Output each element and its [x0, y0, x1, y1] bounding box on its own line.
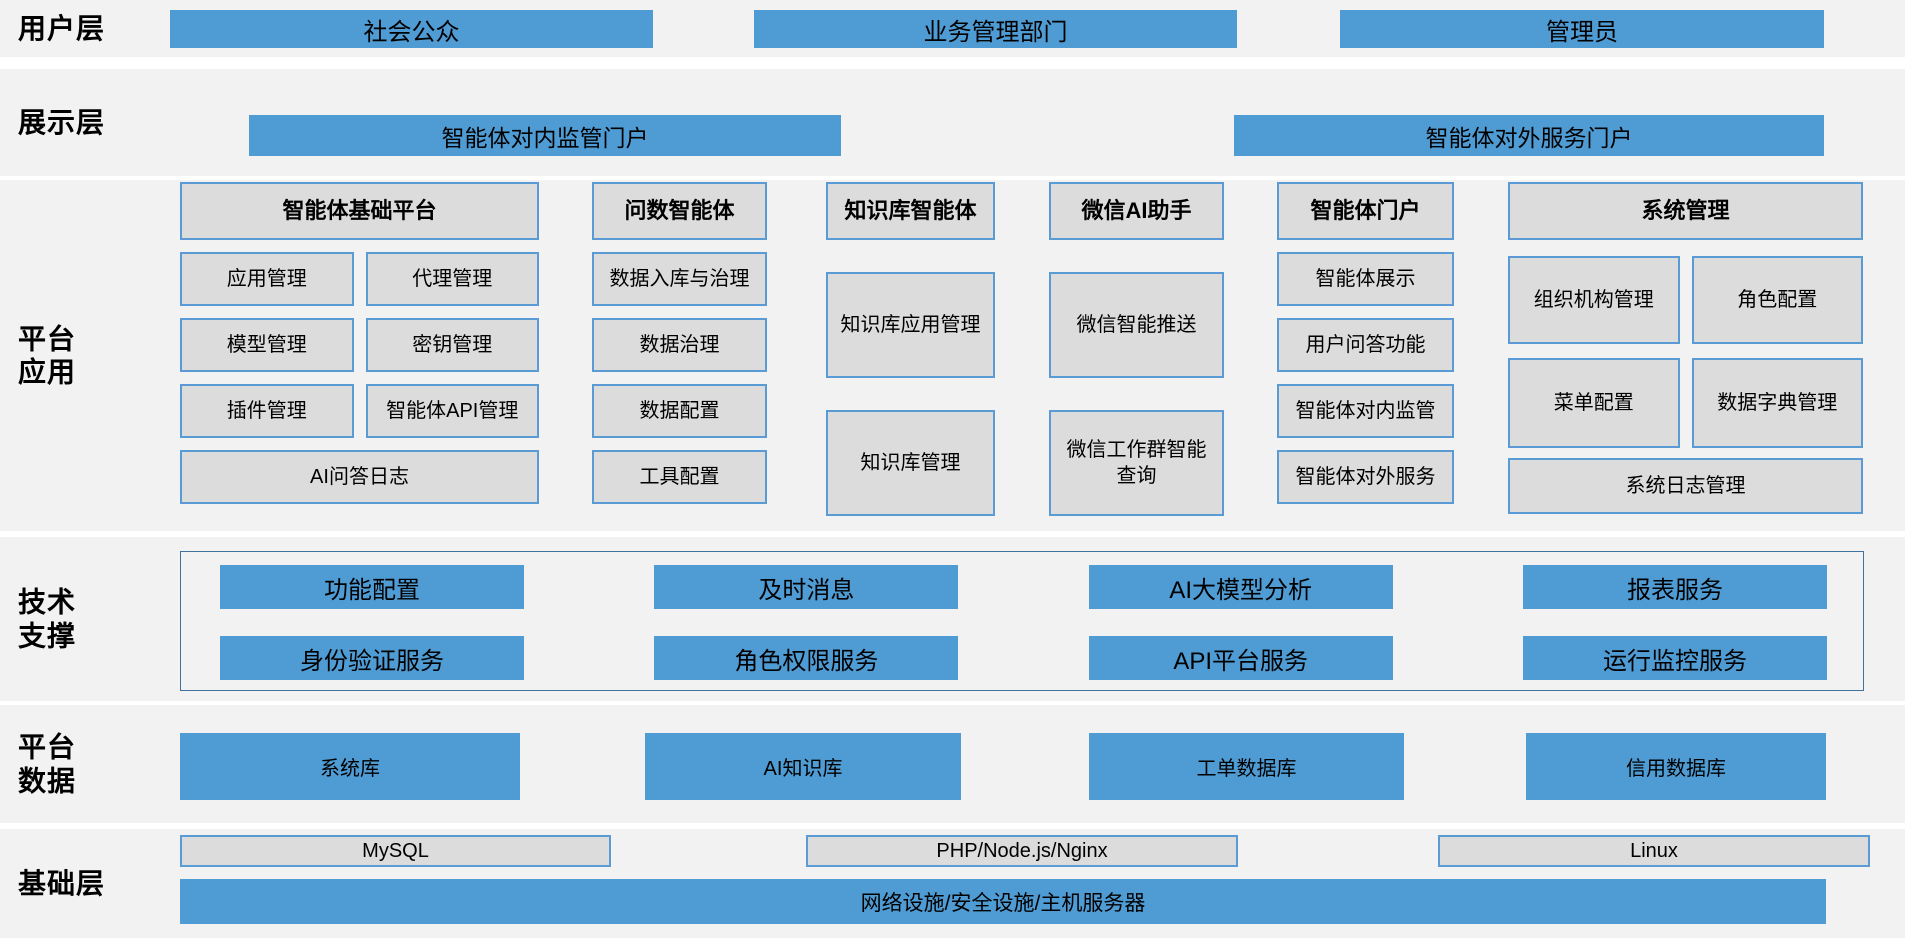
col-header: 微信AI助手: [1049, 182, 1224, 240]
tech-box-instant-message: 及时消息: [654, 565, 959, 609]
item-ai-qa-log: AI问答日志: [180, 450, 539, 504]
data-box-ticket-db: 工单数据库: [1089, 733, 1404, 800]
col-item-grid: 应用管理 代理管理 模型管理 密钥管理 插件管理 智能体API管理: [180, 252, 539, 438]
layer-infrastructure: 基础层 MySQL PHP/Node.js/Nginx Linux 网络设施/安…: [0, 829, 1905, 938]
col-system-mgmt: 系统管理 组织机构管理 角色配置 菜单配置 数据字典管理 系统日志管理: [1508, 182, 1863, 516]
col-knowledge-base-agent: 知识库智能体 知识库应用管理 知识库管理: [826, 182, 995, 516]
item-agent-internal-supervision: 智能体对内监管: [1277, 384, 1454, 438]
item-kb-app-mgmt: 知识库应用管理: [826, 272, 995, 378]
layer-user: 用户层 社会公众 业务管理部门 管理员: [0, 0, 1905, 57]
item-data-config: 数据配置: [592, 384, 767, 438]
item-agent-showcase: 智能体展示: [1277, 252, 1454, 306]
tech-support-frame: 功能配置 及时消息 AI大模型分析 报表服务 身份验证服务 角色权限服务 API…: [180, 551, 1864, 691]
col-header: 智能体门户: [1277, 182, 1454, 240]
user-box-business-dept: 业务管理部门: [754, 10, 1237, 48]
item-org-mgmt: 组织机构管理: [1508, 256, 1680, 344]
tech-box-operation-monitoring: 运行监控服务: [1522, 636, 1827, 680]
item-wechat-group-query: 微信工作群智能查询: [1049, 410, 1224, 516]
infra-box-php-nodejs-nginx: PHP/Node.js/Nginx: [806, 835, 1238, 867]
layer-label-display: 展示层: [18, 106, 106, 138]
col-agent-base-platform: 智能体基础平台 应用管理 代理管理 模型管理 密钥管理 插件管理 智能体API管…: [180, 182, 539, 516]
user-box-admin: 管理员: [1340, 10, 1824, 48]
portal-box-internal: 智能体对内监管门户: [249, 115, 841, 156]
item-role-config: 角色配置: [1691, 256, 1863, 344]
infra-box-network-security-host: 网络设施/安全设施/主机服务器: [180, 879, 1826, 924]
layer-label-tech-support: 技术支撑: [18, 586, 77, 651]
col-header: 知识库智能体: [826, 182, 995, 240]
item-tool-config: 工具配置: [592, 450, 767, 504]
layer-label-infrastructure: 基础层: [18, 867, 106, 899]
layer-display: 展示层 智能体对内监管门户 智能体对外服务门户: [0, 69, 1905, 176]
layer-label-platform-app: 平台应用: [18, 322, 77, 388]
layer-label-platform-data: 平台数据: [18, 731, 77, 796]
item-proxy-mgmt: 代理管理: [365, 252, 539, 306]
item-plugin-mgmt: 插件管理: [180, 384, 354, 438]
portal-box-external: 智能体对外服务门户: [1234, 115, 1824, 156]
tech-row: 身份验证服务 角色权限服务 API平台服务 运行监控服务: [220, 636, 1827, 680]
tech-box-function-config: 功能配置: [220, 565, 524, 609]
tech-box-ai-llm-analysis: AI大模型分析: [1088, 565, 1393, 609]
col-header: 智能体基础平台: [180, 182, 539, 240]
tech-row: 功能配置 及时消息 AI大模型分析 报表服务: [220, 565, 1827, 609]
item-user-qa: 用户问答功能: [1277, 318, 1454, 372]
item-key-mgmt: 密钥管理: [365, 318, 539, 372]
item-menu-config: 菜单配置: [1508, 358, 1680, 448]
col-item-row: 组织机构管理 角色配置: [1508, 256, 1863, 344]
layer-tech-support: 技术支撑 功能配置 及时消息 AI大模型分析 报表服务 身份验证服务 角色权限服…: [0, 537, 1905, 701]
item-data-dict-mgmt: 数据字典管理: [1691, 358, 1863, 448]
layer-platform-app: 平台应用 智能体基础平台 应用管理 代理管理 模型管理 密钥管理 插件管理 智能…: [0, 180, 1905, 531]
col-wechat-ai-assistant: 微信AI助手 微信智能推送 微信工作群智能查询: [1049, 182, 1224, 516]
item-app-mgmt: 应用管理: [180, 252, 354, 306]
item-data-governance: 数据治理: [592, 318, 767, 372]
col-agent-portal: 智能体门户 智能体展示 用户问答功能 智能体对内监管 智能体对外服务: [1277, 182, 1454, 516]
item-sys-log-mgmt: 系统日志管理: [1508, 458, 1863, 514]
layer-platform-data: 平台数据 系统库 AI知识库 工单数据库 信用数据库: [0, 705, 1905, 823]
tech-box-role-permission: 角色权限服务: [654, 636, 959, 680]
data-box-ai-knowledge-db: AI知识库: [645, 733, 961, 800]
col-item-row: 菜单配置 数据字典管理: [1508, 358, 1863, 448]
tech-box-report-service: 报表服务: [1522, 565, 1827, 609]
item-agent-external-service: 智能体对外服务: [1277, 450, 1454, 504]
item-data-ingest-governance: 数据入库与治理: [592, 252, 767, 306]
layer-label-user: 用户层: [18, 12, 106, 44]
col-header: 系统管理: [1508, 182, 1863, 240]
col-header: 问数智能体: [592, 182, 767, 240]
user-box-public: 社会公众: [170, 10, 653, 48]
data-box-system-db: 系统库: [180, 733, 520, 800]
tech-box-api-platform: API平台服务: [1088, 636, 1393, 680]
infra-box-mysql: MySQL: [180, 835, 611, 867]
item-agent-api-mgmt: 智能体API管理: [365, 384, 539, 438]
col-data-query-agent: 问数智能体 数据入库与治理 数据治理 数据配置 工具配置: [592, 182, 767, 516]
item-wechat-smart-push: 微信智能推送: [1049, 272, 1224, 378]
item-model-mgmt: 模型管理: [180, 318, 354, 372]
item-kb-mgmt: 知识库管理: [826, 410, 995, 516]
tech-box-identity-verification: 身份验证服务: [220, 636, 524, 680]
data-box-credit-db: 信用数据库: [1526, 733, 1826, 800]
infra-box-linux: Linux: [1438, 835, 1870, 867]
